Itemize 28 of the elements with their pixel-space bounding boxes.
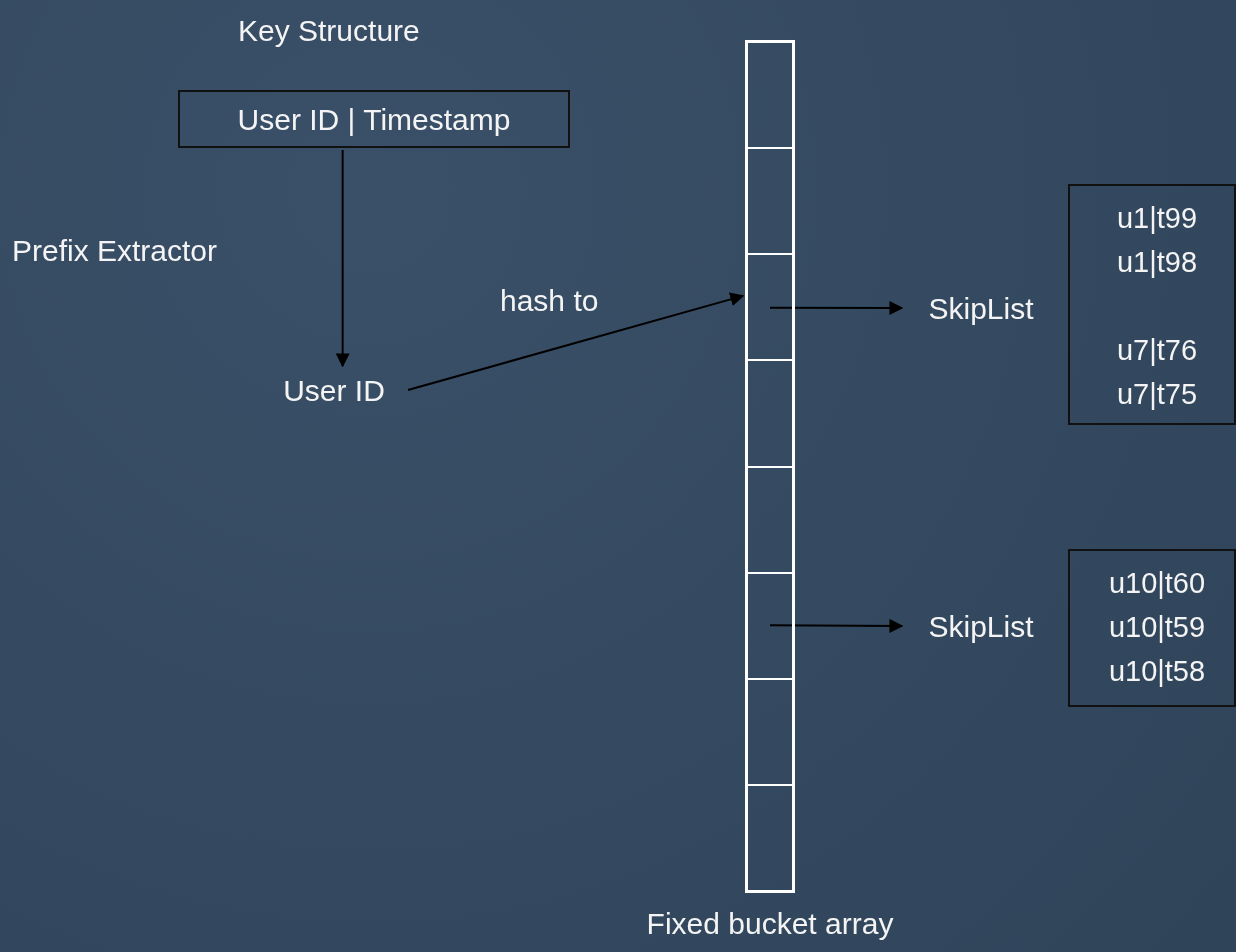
entry-text: u10|t60	[1108, 566, 1206, 601]
entry-text: u1|t98	[1116, 245, 1198, 280]
node-label: SkipList	[904, 606, 1058, 646]
arrow	[407, 292, 745, 391]
bucket-cell	[748, 360, 792, 467]
entry-text: u10|t59	[1108, 610, 1206, 645]
edge-label: Prefix Extractor	[12, 233, 218, 269]
key-box: User ID | Timestamp	[178, 90, 570, 148]
bucket-cell	[748, 254, 792, 361]
arrow	[335, 149, 350, 368]
entry-text: u7|t76	[1116, 333, 1198, 368]
node-label: User ID	[262, 368, 406, 412]
bucket-array	[745, 40, 795, 893]
entry-text: u10|t58	[1108, 654, 1206, 689]
bucket-cell	[748, 572, 792, 679]
title: Key Structure	[238, 13, 420, 49]
arrow	[769, 300, 904, 315]
entry-text: u7|t75	[1116, 377, 1198, 412]
arrow	[769, 618, 904, 633]
bucket-cell	[748, 466, 792, 573]
entry-list-box	[1068, 549, 1236, 707]
bucket-cell	[748, 678, 792, 785]
edge-label: hash to	[500, 283, 599, 319]
bucket-cell	[748, 148, 792, 255]
entry-text: u1|t99	[1116, 201, 1198, 236]
node-label: Fixed bucket array	[646, 906, 894, 942]
node-label: SkipList	[904, 288, 1058, 328]
entry-list-box	[1068, 184, 1236, 425]
